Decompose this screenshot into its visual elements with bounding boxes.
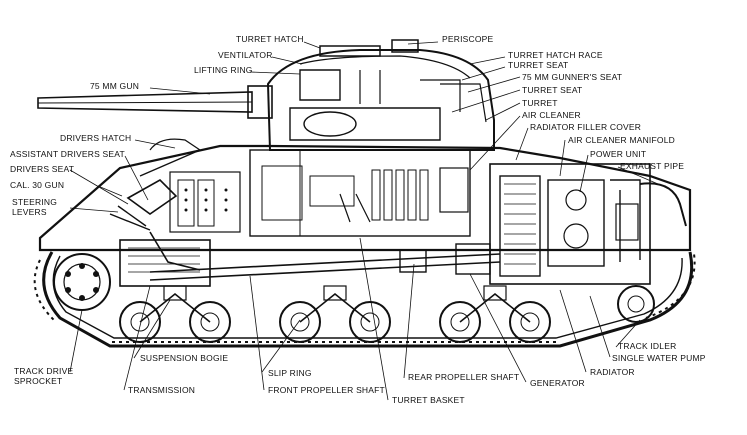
- main-gun-barrel: [37, 85, 273, 119]
- label-suspension-bogie: SUSPENSION BOGIE: [140, 353, 228, 363]
- label-turret-seat: TURRET SEAT: [508, 60, 568, 70]
- label-steering-levers-line1: STEERING: [12, 197, 57, 207]
- hull: [38, 138, 692, 252]
- label-track-idler: TRACK IDLER: [618, 341, 676, 351]
- label-front-propeller-shaft: FRONT PROPELLER SHAFT: [268, 385, 385, 395]
- label-cal-30-gun: CAL. 30 GUN: [10, 180, 64, 190]
- label-transmission: TRANSMISSION: [128, 385, 195, 395]
- label-air-cleaner: AIR CLEANER: [522, 110, 581, 120]
- label-power-unit: POWER UNIT: [590, 149, 646, 159]
- label-turret-hatch-race: TURRET HATCH RACE: [508, 50, 603, 60]
- road-wheels: [119, 285, 655, 343]
- label-radiator: RADIATOR: [590, 367, 635, 377]
- label-rear-propeller-shaft: REAR PROPELLER SHAFT: [408, 372, 519, 382]
- turret-basket-area: [249, 149, 471, 237]
- tank-illustration: [33, 39, 696, 348]
- label-turret: TURRET: [522, 98, 558, 108]
- leader-lines: [69, 41, 659, 401]
- label-drivers-seat: DRIVERS SEAT: [10, 164, 74, 174]
- label-turret-basket: TURRET BASKET: [392, 395, 465, 405]
- label-turret-seat-2: TURRET SEAT: [522, 85, 582, 95]
- label-periscope: PERISCOPE: [442, 34, 494, 44]
- label-air-cleaner-manifold: AIR CLEANER MANIFOLD: [568, 135, 675, 145]
- driver-compartment: [109, 171, 241, 271]
- label-slip-ring: SLIP RING: [268, 368, 312, 378]
- label-generator: GENERATOR: [530, 378, 585, 388]
- label-single-water-pump: SINGLE WATER PUMP: [612, 353, 706, 363]
- label-ventilator: VENTILATOR: [218, 50, 273, 60]
- label-lifting-ring: LIFTING RING: [194, 65, 253, 75]
- label-gunners-seat: 75 MM GUNNER'S SEAT: [522, 72, 622, 82]
- drive-sprocket: [53, 253, 111, 311]
- label-drivers-hatch: DRIVERS HATCH: [60, 133, 131, 143]
- engine-compartment: [489, 163, 687, 285]
- labels: TURRET HATCH PERISCOPE VENTILATOR TURRET…: [10, 34, 706, 405]
- label-75mm-gun: 75 MM GUN: [90, 81, 139, 91]
- label-steering-levers-line2: LEVERS: [12, 207, 47, 217]
- label-track-drive-sprocket-line2: SPROCKET: [14, 376, 62, 386]
- label-radiator-filler-cover: RADIATOR FILLER COVER: [530, 122, 641, 132]
- drive-train: [119, 239, 501, 287]
- label-assistant-drivers-seat: ASSISTANT DRIVERS SEAT: [10, 149, 125, 159]
- turret-body: [266, 39, 495, 151]
- label-exhaust-pipe: EXHAUST PIPE: [620, 161, 684, 171]
- label-turret-hatch: TURRET HATCH: [236, 34, 304, 44]
- label-track-drive-sprocket-line1: TRACK DRIVE: [14, 366, 73, 376]
